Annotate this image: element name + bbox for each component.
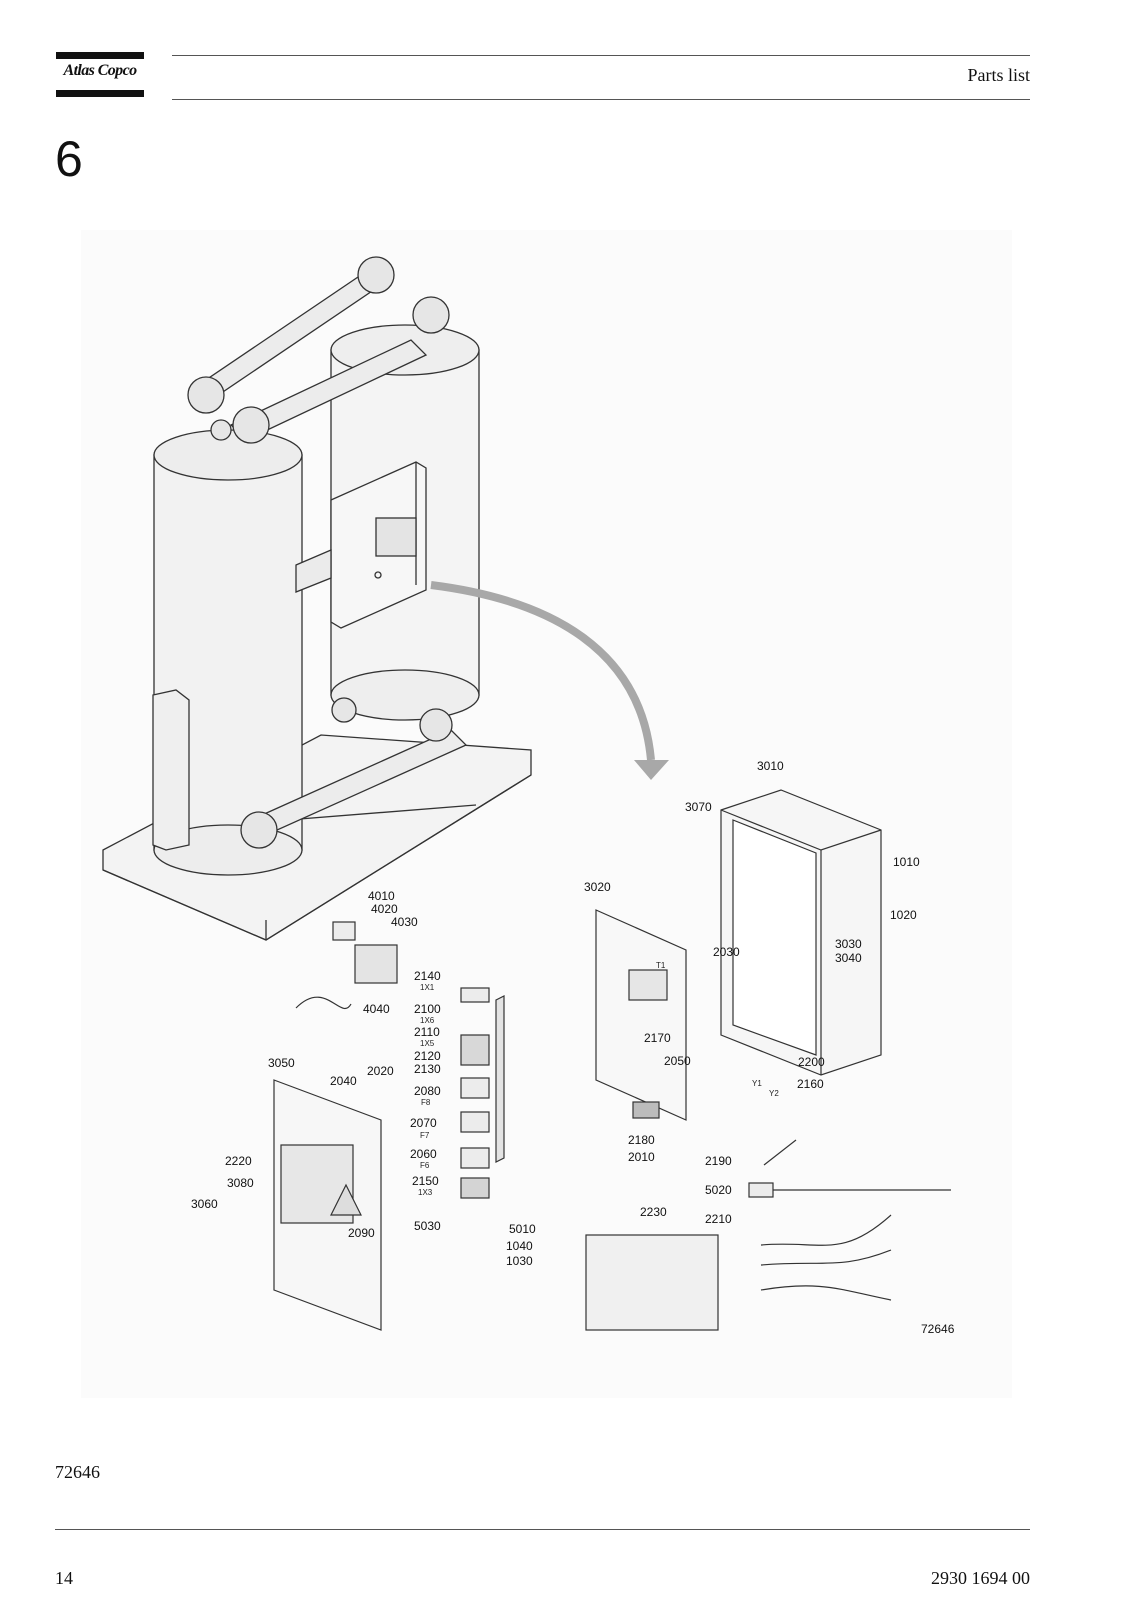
callout-2130: 2130 (414, 1062, 441, 1076)
sublabel-f7: F7 (420, 1131, 430, 1140)
callout-2100: 2100 (414, 1002, 441, 1016)
callout-4040: 4040 (363, 1002, 390, 1016)
parts-figure: 4010 4020 4030 4040 2140 1X1 2100 1X6 21… (81, 230, 1012, 1398)
document-number: 2930 1694 00 (931, 1568, 1030, 1588)
sublabel-1x3: 1X3 (418, 1188, 433, 1197)
callout-2010: 2010 (628, 1150, 655, 1164)
sublabel-1x5: 1X5 (420, 1039, 435, 1048)
callout-3060: 3060 (191, 1197, 218, 1211)
callout-2030: 2030 (713, 945, 740, 959)
callout-3020: 3020 (584, 880, 611, 894)
callout-1020: 1020 (890, 908, 917, 922)
callout-2230: 2230 (640, 1205, 667, 1219)
callout-5020: 5020 (705, 1183, 732, 1197)
chapter-number: 6 (55, 131, 83, 187)
callout-2200: 2200 (798, 1055, 825, 1069)
sublabel-f8: F8 (421, 1098, 431, 1107)
atlas-copco-logo: Atlas Copco (56, 52, 144, 98)
callout-2050: 2050 (664, 1054, 691, 1068)
sublabel-y2: Y2 (769, 1089, 779, 1098)
figure-number: 72646 (55, 1462, 100, 1482)
dryer-assembly (102, 256, 532, 941)
callout-1010: 1010 (893, 855, 920, 869)
exploded-view-drawing: 4010 4020 4030 4040 2140 1X1 2100 1X6 21… (81, 230, 1012, 1398)
page-number: 14 (55, 1568, 73, 1588)
callout-3030: 3030 (835, 937, 862, 951)
callout-3040: 3040 (835, 951, 862, 965)
sublabel-t1: T1 (656, 961, 666, 970)
callout-2170: 2170 (644, 1031, 671, 1045)
logo-bar-bottom (56, 90, 144, 97)
callout-2220: 2220 (225, 1154, 252, 1168)
callout-4010: 4010 (368, 889, 395, 903)
callout-3010: 3010 (757, 759, 784, 773)
sublabel-1x6: 1X6 (420, 1016, 435, 1025)
callout-2150: 2150 (412, 1174, 439, 1188)
callout-2040: 2040 (330, 1074, 357, 1088)
callout-4030: 4030 (391, 915, 418, 929)
callout-3050: 3050 (268, 1056, 295, 1070)
logo-bar-top (56, 52, 144, 59)
callout-1040: 1040 (506, 1239, 533, 1253)
callout-2210: 2210 (705, 1212, 732, 1226)
callout-2120: 2120 (414, 1049, 441, 1063)
callout-2110: 2110 (414, 1025, 440, 1039)
figure-code: 72646 (921, 1322, 955, 1336)
callout-5010: 5010 (509, 1222, 536, 1236)
callout-2020: 2020 (367, 1064, 394, 1078)
callout-2080: 2080 (414, 1084, 441, 1098)
callout-2090: 2090 (348, 1226, 375, 1240)
callout-3080: 3080 (227, 1176, 254, 1190)
footer-rule (55, 1529, 1030, 1530)
callout-labels: 4010 4020 4030 4040 2140 1X1 2100 1X6 21… (191, 759, 955, 1336)
callout-2070: 2070 (410, 1116, 437, 1130)
callout-4020: 4020 (371, 902, 398, 916)
sublabel-f6: F6 (420, 1161, 430, 1170)
callout-3070: 3070 (685, 800, 712, 814)
section-title: Parts list (967, 65, 1030, 85)
callout-2140: 2140 (414, 969, 441, 983)
sublabel-1x1: 1X1 (420, 983, 435, 992)
callout-1030: 1030 (506, 1254, 533, 1268)
exploded-parts (273, 789, 951, 1331)
sublabel-y1: Y1 (752, 1079, 762, 1088)
callout-5030: 5030 (414, 1219, 441, 1233)
callout-2190: 2190 (705, 1154, 732, 1168)
callout-2060: 2060 (410, 1147, 437, 1161)
header-rule-top (172, 55, 1030, 56)
logo-wordmark: Atlas Copco (63, 62, 138, 79)
callout-2180: 2180 (628, 1133, 655, 1147)
callout-2160: 2160 (797, 1077, 824, 1091)
header-rule-bottom (172, 99, 1030, 100)
